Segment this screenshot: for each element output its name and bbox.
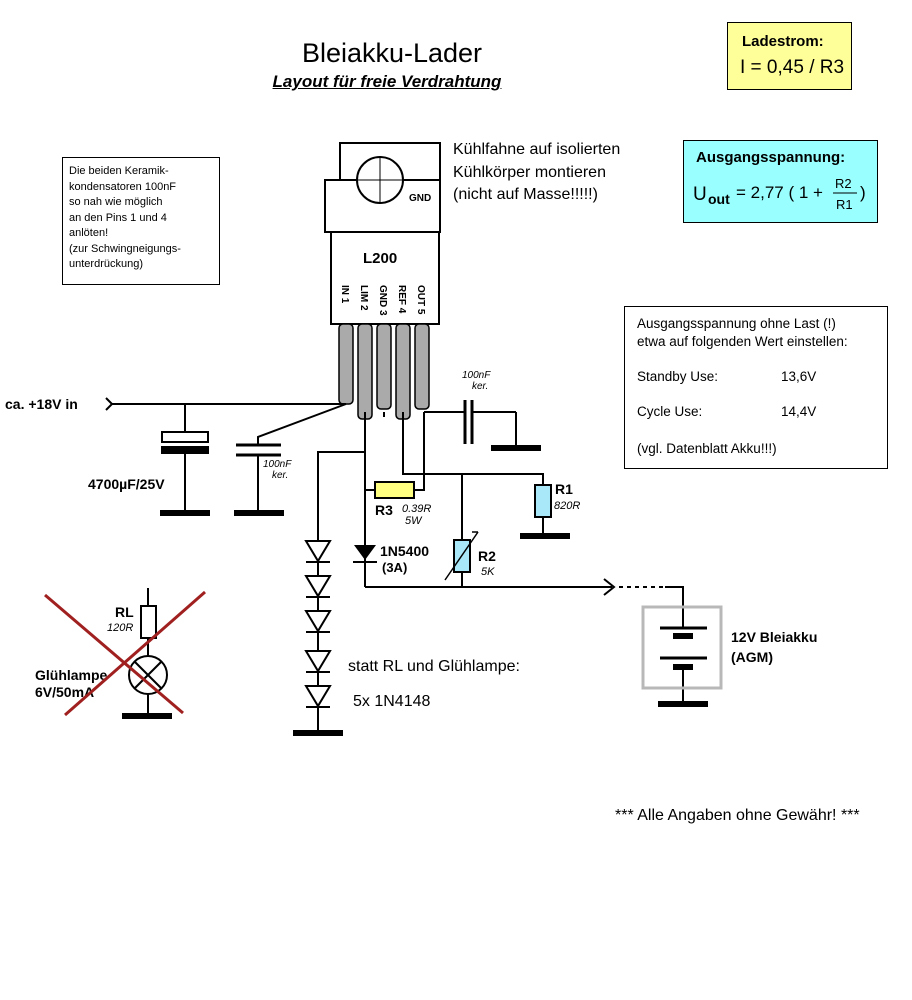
svg-text:13,6V: 13,6V bbox=[781, 369, 816, 384]
last-note-box bbox=[624, 306, 888, 469]
svg-text:(nicht auf Masse!!!!!): (nicht auf Masse!!!!!) bbox=[453, 186, 598, 203]
page-title: Bleiakku-Lader bbox=[301, 38, 483, 68]
svg-text:OUT 5: OUT 5 bbox=[415, 285, 426, 315]
ladestrom-label: Ladestrom: bbox=[742, 33, 824, 50]
svg-text:R2: R2 bbox=[835, 176, 852, 191]
rl-value: 120R bbox=[107, 622, 133, 634]
keramik-note-box: Die beiden Keramik- kondensatoren 100nF … bbox=[62, 157, 220, 285]
svg-text:LIM 2: LIM 2 bbox=[358, 285, 369, 311]
elko-label: 4700µF/25V bbox=[88, 476, 165, 492]
diode-note-line1: statt RL und Glühlampe: bbox=[348, 658, 520, 675]
rl-name: RL bbox=[115, 604, 134, 620]
c2-value: 100nF bbox=[462, 370, 491, 381]
svg-text:Kühlfahne auf isolierten: Kühlfahne auf isolierten bbox=[453, 141, 620, 158]
capacitor-ceramic-2 bbox=[463, 400, 474, 444]
kuehlfahne-note: Kühlfahne auf isolierten Kühlkörper mont… bbox=[453, 141, 620, 203]
diode-chain-1n4148 bbox=[304, 540, 332, 708]
d1-rating: (3A) bbox=[382, 560, 407, 575]
c2-type: ker. bbox=[472, 381, 488, 392]
capacitor-ceramic-1 bbox=[236, 443, 281, 457]
battery-line1: 12V Bleiakku bbox=[731, 629, 817, 645]
svg-text:(vgl. Datenblatt Akku!!!): (vgl. Datenblatt Akku!!!) bbox=[637, 441, 777, 456]
keramik-note: Die beiden Keramik- kondensatoren 100nF … bbox=[69, 165, 181, 270]
svg-text:IN 1: IN 1 bbox=[339, 285, 350, 304]
r1-name: R1 bbox=[555, 481, 573, 497]
svg-text:Standby Use:: Standby Use: bbox=[637, 369, 718, 384]
svg-text:GND 3: GND 3 bbox=[377, 285, 388, 316]
svg-text:): ) bbox=[860, 183, 866, 202]
c1-type: ker. bbox=[272, 470, 288, 481]
c1-value: 100nF bbox=[263, 459, 292, 470]
r2-name: R2 bbox=[478, 548, 496, 564]
r3-name: R3 bbox=[375, 502, 393, 518]
ground-symbols bbox=[122, 445, 708, 736]
last-note: Ausgangsspannung ohne Last (!) etwa auf … bbox=[637, 316, 848, 456]
svg-text:= 2,77 ( 1 +: = 2,77 ( 1 + bbox=[736, 183, 823, 202]
resistor-r2 bbox=[444, 531, 479, 581]
ic-gnd-label: GND bbox=[409, 193, 431, 204]
formula: U out = 2,77 ( 1 + R2 R1 ) bbox=[693, 176, 866, 212]
cross-out-mark bbox=[44, 590, 206, 717]
r3-value: 0.39R bbox=[402, 503, 431, 515]
page-subtitle: Layout für freie Verdrahtung bbox=[272, 72, 502, 91]
lamp-line2: 6V/50mA bbox=[35, 684, 94, 700]
battery-line2: (AGM) bbox=[731, 649, 773, 665]
svg-text:Kühlkörper montieren: Kühlkörper montieren bbox=[453, 164, 606, 181]
d1-name: 1N5400 bbox=[380, 543, 429, 559]
ic-pin-labels: IN 1 LIM 2 GND 3 REF 4 OUT 5 bbox=[339, 285, 426, 316]
resistor-r1 bbox=[534, 484, 552, 518]
disclaimer: *** Alle Angaben ohne Gewähr! *** bbox=[615, 807, 860, 824]
resistor-r3 bbox=[374, 481, 415, 499]
rl-lamp-crossed-out bbox=[128, 588, 168, 715]
svg-text:etwa auf folgenden Wert einste: etwa auf folgenden Wert einstellen: bbox=[637, 334, 848, 349]
diode-1n5400 bbox=[353, 545, 377, 563]
ladestrom-box: Ladestrom: I = 0,45 / R3 bbox=[727, 22, 852, 90]
battery-symbol bbox=[641, 605, 723, 690]
svg-text:out: out bbox=[708, 191, 730, 207]
r2-value: 5K bbox=[481, 566, 495, 578]
svg-text:Ausgangsspannung ohne Last (!): Ausgangsspannung ohne Last (!) bbox=[637, 316, 836, 331]
l200-regulator bbox=[324, 142, 441, 420]
svg-text:U: U bbox=[693, 184, 707, 205]
ic-name: L200 bbox=[363, 250, 397, 267]
r1-value: 820R bbox=[554, 500, 580, 512]
wires bbox=[105, 397, 684, 732]
svg-text:Cycle Use:: Cycle Use: bbox=[637, 404, 702, 419]
capacitor-elko bbox=[161, 431, 209, 454]
ladestrom-formula: I = 0,45 / R3 bbox=[740, 57, 845, 78]
r3-power: 5W bbox=[405, 515, 423, 527]
ausgangsspannung-label: Ausgangsspannung: bbox=[696, 149, 846, 166]
svg-text:REF 4: REF 4 bbox=[396, 285, 407, 314]
input-label: ca. +18V in bbox=[5, 396, 78, 412]
svg-text:R1: R1 bbox=[836, 197, 853, 212]
ausgangsspannung-box: Ausgangsspannung: bbox=[683, 140, 878, 223]
lamp-line1: Glühlampe bbox=[35, 667, 108, 683]
svg-text:14,4V: 14,4V bbox=[781, 404, 816, 419]
diode-note-line2: 5x 1N4148 bbox=[353, 693, 430, 710]
